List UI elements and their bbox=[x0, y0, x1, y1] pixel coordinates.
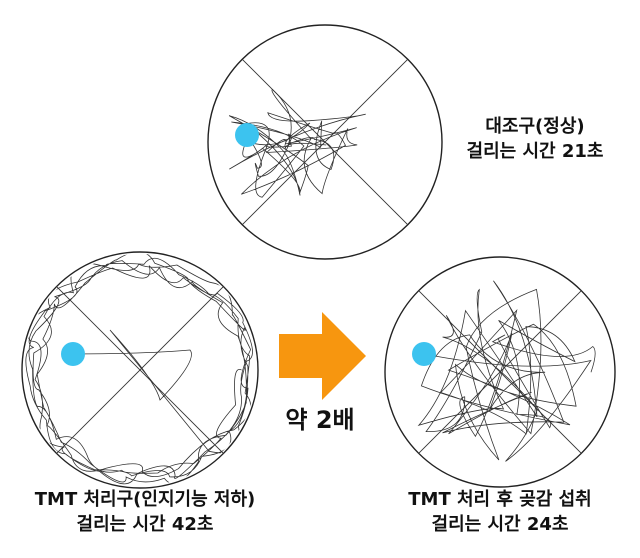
quadrant-line bbox=[418, 290, 582, 454]
arrow-label: 약 2배 bbox=[285, 406, 355, 434]
swim-path bbox=[417, 280, 596, 462]
tmt-grain-title: TMT 처리 후 곶감 섭취 bbox=[408, 489, 592, 510]
tmt-time: 걸리는 시간 42초 bbox=[76, 514, 214, 535]
platform-dot bbox=[235, 123, 259, 147]
swim-path bbox=[25, 254, 253, 485]
tmt-title: TMT 처리구(인지기능 저하) bbox=[34, 489, 256, 510]
right-arrow-icon bbox=[279, 312, 366, 400]
maze-tmt-grain bbox=[384, 256, 616, 488]
control-label: 대조구(정상) 걸리는 시간 21초 bbox=[440, 114, 630, 164]
pool-outline bbox=[207, 24, 443, 260]
control-time: 걸리는 시간 21초 bbox=[466, 141, 604, 162]
control-title: 대조구(정상) bbox=[485, 116, 585, 137]
platform-dot bbox=[412, 342, 436, 366]
tmt-grain-label: TMT 처리 후 곶감 섭취 걸리는 시간 24초 bbox=[360, 487, 640, 537]
pool-outline bbox=[384, 256, 616, 488]
platform-dot bbox=[61, 342, 85, 366]
tmt-grain-time: 걸리는 시간 24초 bbox=[431, 514, 569, 535]
maze-tmt bbox=[21, 251, 259, 489]
maze-control bbox=[207, 24, 443, 260]
quadrant-line bbox=[56, 286, 224, 454]
tmt-label: TMT 처리구(인지기능 저하) 걸리는 시간 42초 bbox=[0, 487, 290, 537]
pool-outline bbox=[21, 251, 259, 489]
